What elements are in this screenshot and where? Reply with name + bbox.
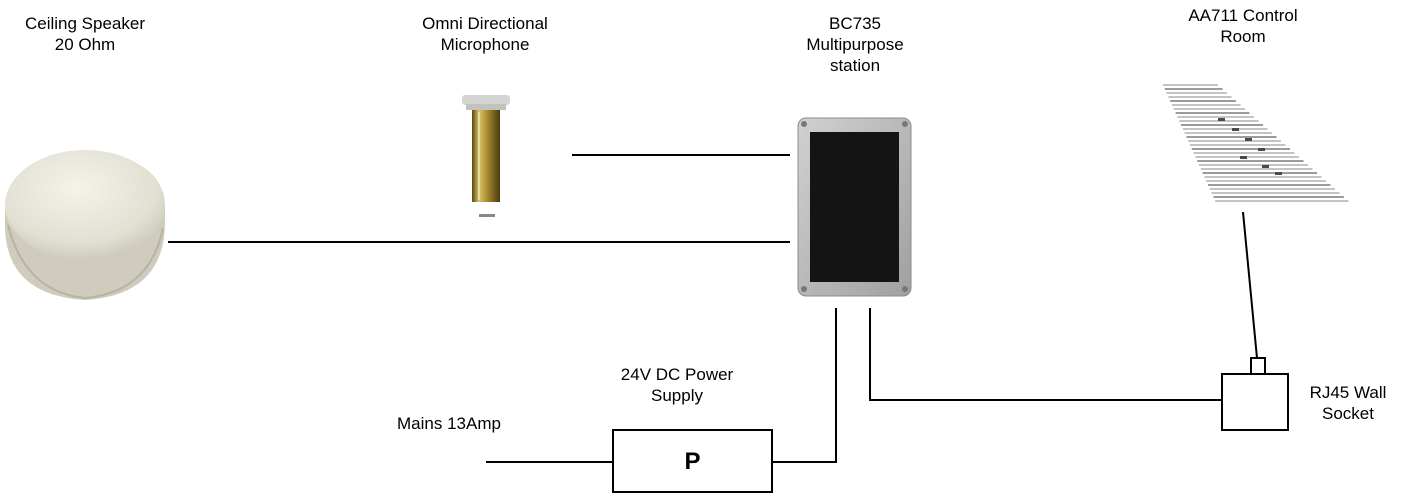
control-unit-button xyxy=(1275,172,1282,175)
control-unit-button xyxy=(1245,138,1252,141)
power-supply-label: 24V DC Power Supply xyxy=(612,364,742,406)
multipurpose-station-icon xyxy=(797,117,912,297)
rj45-socket-label: RJ45 Wall Socket xyxy=(1293,382,1403,424)
ceiling-speaker-label: Ceiling Speaker 20 Ohm xyxy=(8,13,162,55)
control-room-to-socket-wire xyxy=(1242,211,1258,359)
power-supply-label-line1: 24V DC Power xyxy=(620,365,734,384)
station-to-psu-wire xyxy=(772,308,837,463)
ceiling-speaker-label-line1: Ceiling Speaker xyxy=(24,14,145,33)
microphone-label-line2: Microphone xyxy=(440,35,530,54)
control-unit-button xyxy=(1262,165,1269,168)
control-unit-button xyxy=(1232,128,1239,131)
station-to-socket-wire xyxy=(869,308,1222,401)
mains-label: Mains 13Amp xyxy=(397,414,501,433)
ceiling-speaker-label-line2: 20 Ohm xyxy=(54,35,116,54)
connection-lines xyxy=(168,154,1258,463)
ceiling-speaker-icon xyxy=(5,150,165,300)
station-label-line3: station xyxy=(829,56,881,75)
control-room-label-line2: Room xyxy=(1220,27,1266,46)
power-supply-box xyxy=(612,429,773,493)
control-room-unit-icon xyxy=(1163,84,1349,202)
station-label-line2: Multipurpose xyxy=(806,35,904,54)
control-unit-button xyxy=(1240,156,1247,159)
control-unit-button xyxy=(1258,148,1265,151)
microphone-label: Omni Directional Microphone xyxy=(399,13,571,55)
omni-microphone-icon xyxy=(462,95,510,217)
power-supply-label-line2: Supply xyxy=(651,386,703,405)
rj45-socket-label-line1: RJ45 Wall xyxy=(1309,383,1387,402)
station-label: BC735 Multipurpose station xyxy=(790,13,920,76)
microphone-label-line1: Omni Directional xyxy=(422,14,548,33)
control-unit-button xyxy=(1218,118,1225,121)
rj45-socket-label-line2: Socket xyxy=(1322,404,1374,423)
control-room-label-line1: AA711 Control xyxy=(1188,6,1298,25)
control-room-label: AA711 Control Room xyxy=(1168,5,1318,47)
rj45-socket-icon xyxy=(1221,357,1289,431)
power-supply-letter: P xyxy=(684,448,701,475)
station-label-line1: BC735 xyxy=(829,14,881,33)
